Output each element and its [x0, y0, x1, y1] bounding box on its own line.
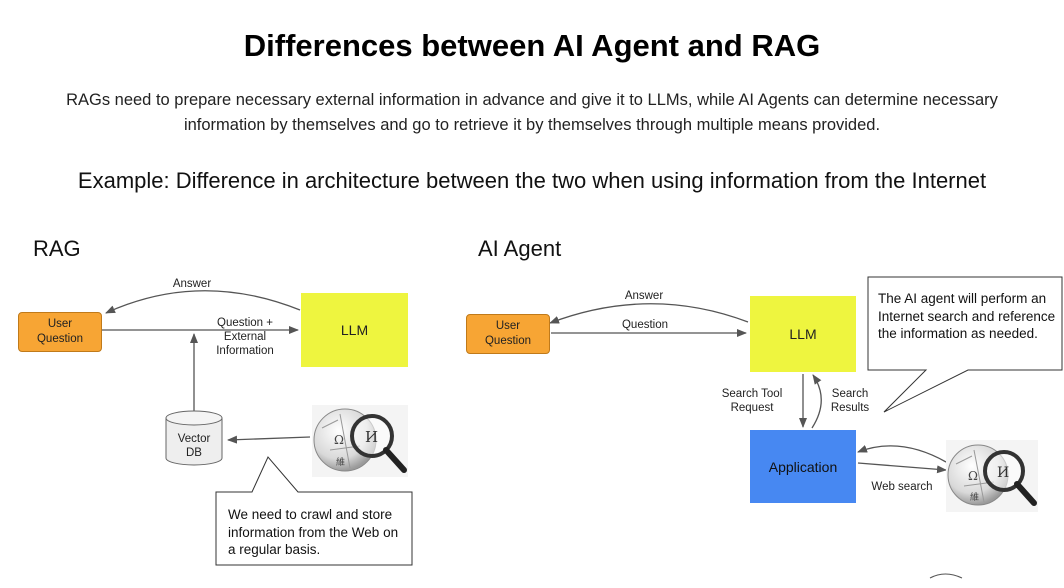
application-box: Application — [750, 430, 856, 503]
agent-llm-box: LLM — [750, 296, 856, 372]
agent-web-search-arrow — [857, 462, 947, 474]
web-search-label: Web search — [871, 481, 933, 493]
page-title: Differences between AI Agent and RAG — [243, 28, 821, 63]
agent-answer-label: Answer — [624, 290, 664, 302]
search-tool-request-label: Search Tool Request — [721, 388, 783, 414]
agent-llm-label: LLM — [789, 326, 817, 342]
agent-user-question-box: User Question — [466, 314, 550, 354]
svg-text:И: И — [997, 465, 1009, 481]
search-results-label: Search Results — [830, 388, 870, 414]
cropped-mark — [929, 573, 963, 579]
agent-callout-text: The AI agent will perform an Internet se… — [878, 291, 1056, 341]
rag-user-question-box: User Question — [18, 312, 102, 352]
rag-llm-label: LLM — [340, 322, 369, 338]
agent-user-question-label: User Question — [484, 320, 532, 347]
rag-wiki-arrow — [227, 435, 311, 444]
rag-answer-label: Answer — [172, 278, 212, 290]
vector-db-cylinder — [165, 410, 223, 466]
svg-text:Ω: Ω — [334, 433, 344, 447]
agent-wikipedia-globe-icon: Ω 維 И — [946, 440, 1038, 512]
rag-answer-arrow — [105, 290, 301, 314]
page-description: RAGs need to prepare necessary external … — [66, 91, 998, 134]
rag-callout-shape — [215, 456, 413, 566]
svg-text:И: И — [365, 428, 378, 446]
rag-question-external-label: Question + External Information — [216, 317, 274, 357]
agent-callout-shape — [867, 276, 1063, 413]
svg-text:維: 維 — [336, 456, 345, 468]
agent-web-result-arrow — [857, 445, 947, 463]
svg-text:維: 維 — [970, 491, 979, 503]
rag-wikipedia-globe-icon: Ω 維 И — [312, 405, 408, 477]
agent-heading: AI Agent — [478, 236, 562, 261]
agent-question-label: Question — [621, 319, 669, 331]
rag-llm-box: LLM — [301, 293, 408, 367]
rag-user-question-label: User Question — [36, 318, 84, 345]
rag-heading: RAG — [33, 236, 81, 261]
agent-search-results-arrow — [811, 374, 822, 429]
svg-text:Ω: Ω — [968, 469, 978, 483]
agent-answer-arrow — [549, 303, 749, 324]
rag-callout-text: We need to crawl and store information f… — [228, 507, 399, 557]
application-label: Application — [768, 458, 838, 475]
example-heading: Example: Difference in architecture betw… — [77, 168, 987, 193]
vector-db-label: Vector DB — [177, 433, 211, 459]
